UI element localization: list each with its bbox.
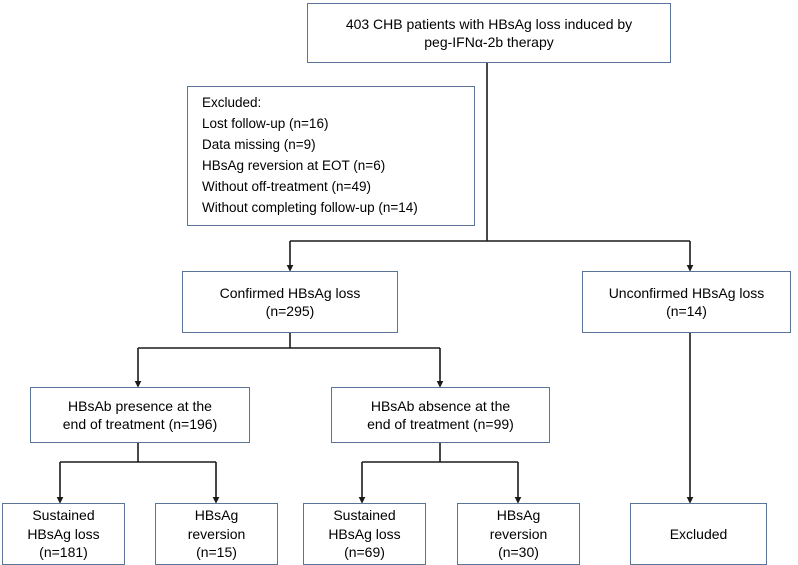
node-reversion-absence: HBsAg reversion (n=30) xyxy=(457,503,580,565)
node-sustained-loss-presence: Sustained HBsAg loss (n=181) xyxy=(2,503,125,565)
node-hbsab-presence-label: HBsAb presence at the end of treatment (… xyxy=(62,397,218,432)
node-unconfirmed-hbsag-loss-label: Unconfirmed HBsAg loss (n=14) xyxy=(608,284,765,319)
node-sustained-loss-absence-label: Sustained HBsAg loss (n=69) xyxy=(328,507,401,561)
node-confirmed-hbsag-loss-label: Confirmed HBsAg loss (n=295) xyxy=(219,284,361,319)
node-enrolled-patients: 403 CHB patients with HBsAg loss induced… xyxy=(307,3,671,63)
node-unconfirmed-hbsag-loss: Unconfirmed HBsAg loss (n=14) xyxy=(582,271,791,333)
node-reversion-presence-label: HBsAg reversion (n=15) xyxy=(187,507,246,561)
node-sustained-loss-presence-label: Sustained HBsAg loss (n=181) xyxy=(27,507,100,561)
node-hbsab-absence-label: HBsAb absence at the end of treatment (n… xyxy=(367,397,514,432)
node-confirmed-hbsag-loss: Confirmed HBsAg loss (n=295) xyxy=(182,271,398,333)
node-hbsab-presence: HBsAb presence at the end of treatment (… xyxy=(30,387,250,443)
node-sustained-loss-absence: Sustained HBsAg loss (n=69) xyxy=(303,503,426,565)
node-excluded-criteria: Excluded: Lost follow-up (n=16) Data mis… xyxy=(187,86,475,226)
node-excluded-terminal: Excluded xyxy=(630,503,767,565)
node-reversion-presence: HBsAg reversion (n=15) xyxy=(155,503,278,565)
node-excluded-criteria-label: Excluded: Lost follow-up (n=16) Data mis… xyxy=(202,95,418,215)
node-excluded-terminal-label: Excluded xyxy=(669,525,728,542)
node-reversion-absence-label: HBsAg reversion (n=30) xyxy=(489,507,548,561)
node-hbsab-absence: HBsAb absence at the end of treatment (n… xyxy=(331,387,550,443)
node-enrolled-patients-label: 403 CHB patients with HBsAg loss induced… xyxy=(345,15,633,50)
